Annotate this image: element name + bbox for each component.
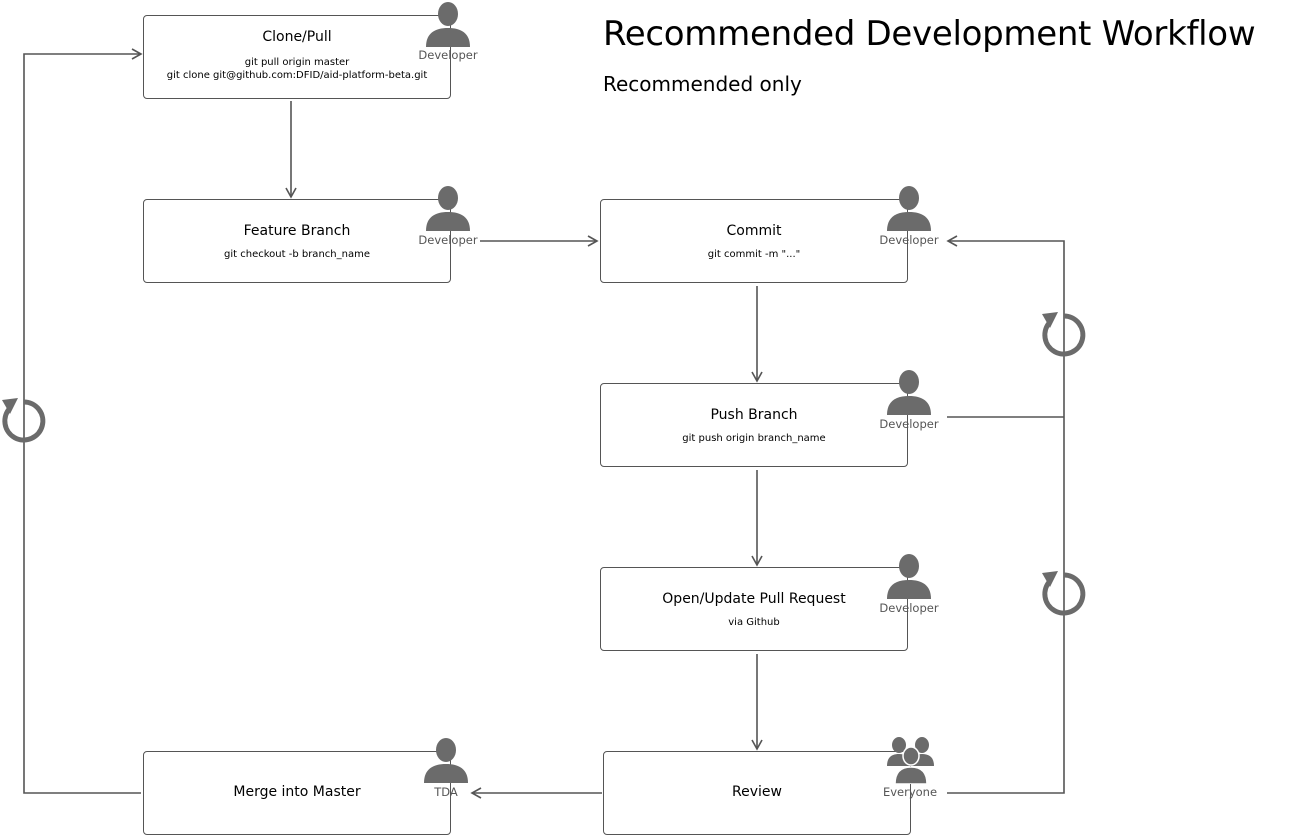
step-command: git push origin branch_name bbox=[682, 433, 826, 444]
step-title: Commit bbox=[726, 223, 782, 239]
person-icon bbox=[426, 186, 470, 231]
page-subtitle: Recommended only bbox=[603, 72, 802, 96]
person-icon bbox=[424, 738, 468, 783]
step-title: Review bbox=[732, 784, 782, 800]
step-pull-request: Open/Update Pull Request via Github bbox=[600, 567, 908, 651]
step-title: Push Branch bbox=[710, 407, 798, 423]
role-label: Everyone bbox=[882, 785, 938, 799]
person-icon bbox=[887, 370, 931, 415]
cycle-icon bbox=[1042, 312, 1086, 357]
step-command: git clone git@github.com:DFID/aid-platfo… bbox=[166, 70, 428, 81]
step-title: Open/Update Pull Request bbox=[662, 591, 846, 607]
person-icon bbox=[887, 554, 931, 599]
role-label: Developer bbox=[879, 417, 939, 431]
step-push-branch: Push Branch git push origin branch_name bbox=[600, 383, 908, 467]
person-icon bbox=[426, 2, 470, 47]
step-title: Clone/Pull bbox=[262, 29, 332, 45]
cycle-icon bbox=[2, 398, 46, 443]
person-icon bbox=[887, 186, 931, 231]
step-clone-pull: Clone/Pull git pull origin master git cl… bbox=[143, 15, 451, 99]
step-title: Feature Branch bbox=[243, 223, 351, 239]
loop-review-to-commit bbox=[946, 235, 1065, 794]
step-command: via Github bbox=[728, 617, 780, 628]
role-label: Developer bbox=[879, 233, 939, 247]
group-icon bbox=[887, 737, 934, 784]
step-title: Merge into Master bbox=[233, 784, 361, 800]
step-command: git checkout -b branch_name bbox=[224, 249, 370, 260]
step-review: Review bbox=[603, 751, 911, 835]
page-title: Recommended Development Workflow bbox=[603, 14, 1256, 54]
role-label: Developer bbox=[418, 48, 478, 62]
role-label: Developer bbox=[418, 233, 478, 247]
role-label: Developer bbox=[879, 601, 939, 615]
step-commit: Commit git commit -m "..." bbox=[600, 199, 908, 283]
role-label: TDA bbox=[434, 785, 458, 799]
cycle-icon bbox=[1042, 571, 1086, 616]
step-command: git pull origin master bbox=[244, 57, 350, 68]
loop-merge-to-clone bbox=[23, 48, 143, 794]
step-command: git commit -m "..." bbox=[707, 249, 801, 260]
step-feature-branch: Feature Branch git checkout -b branch_na… bbox=[143, 199, 451, 283]
step-merge-master: Merge into Master bbox=[143, 751, 451, 835]
